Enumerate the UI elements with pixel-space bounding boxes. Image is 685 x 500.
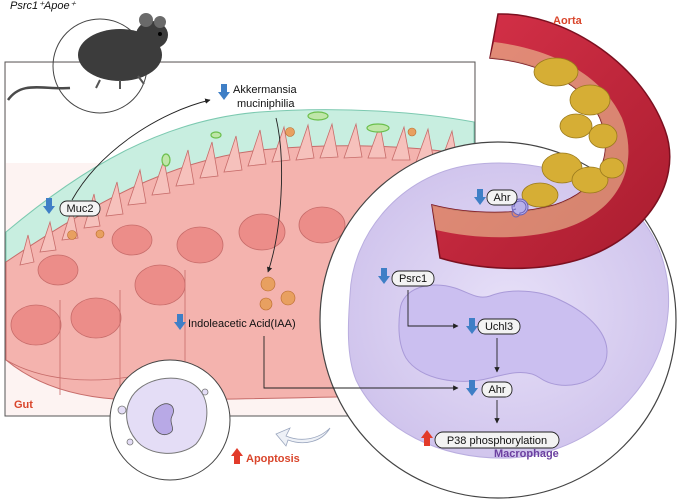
muc2-label: Muc2 [67, 203, 94, 215]
p38-label: P38 phosphorylation [447, 435, 547, 447]
akkermansia-label-line1: Akkermansia [233, 84, 297, 96]
apoptosis-label: Apoptosis [246, 453, 300, 465]
macrophage-nucleus [398, 284, 608, 386]
psrc1-pill [391, 270, 435, 287]
epithelial-cells [5, 206, 346, 398]
ahr-macrophage-label: Ahr [488, 384, 505, 396]
down-arrow-icon [174, 314, 186, 330]
bacteria [161, 111, 390, 167]
down-arrow-icon [466, 318, 478, 334]
arrow-iaa-to-ahr [263, 336, 459, 391]
curved-arrow-icon [275, 427, 331, 447]
down-arrow-icon [43, 198, 55, 214]
uchl3-pill [477, 318, 521, 335]
ahr-aorta-label: Ahr [493, 192, 510, 204]
spiral-swirl [511, 200, 527, 218]
arrow-psrc1-to-uchl3 [407, 290, 459, 329]
apoptotic-bodies [117, 388, 209, 446]
psrc1-label: Psrc1 [399, 273, 427, 285]
uchl3-label: Uchl3 [485, 321, 513, 333]
up-arrow-icon [421, 430, 433, 446]
gut-title: Gut [14, 399, 33, 411]
aorta-title: Aorta [553, 15, 583, 27]
down-arrow-icon [378, 268, 390, 284]
ahr-aorta-pill [486, 189, 518, 206]
metabolite-dots [67, 127, 417, 311]
arrow-akkermansia-to-iaa [266, 117, 283, 273]
down-arrow-icon [218, 84, 230, 100]
down-arrow-icon [466, 380, 478, 396]
p38-pill [434, 431, 560, 449]
arrow-muc2-to-akkermansia [71, 98, 211, 201]
down-arrow-icon [474, 189, 486, 205]
iaa-label: Indoleacetic Acid(IAA) [188, 318, 296, 330]
macrophage-title: Macrophage [494, 448, 559, 460]
muc2-pill [59, 200, 101, 217]
mouse-genotype-label: Psrc1⁺Apoe⁺ [10, 0, 77, 12]
mouse-icon [6, 13, 168, 101]
apoptotic-nucleus [152, 403, 174, 436]
akkermansia-label-line2: muciniphilia [237, 98, 295, 110]
ahr-macrophage-pill [481, 381, 513, 398]
atherosclerotic-plaque [521, 57, 625, 208]
up-arrow-icon [231, 448, 243, 464]
